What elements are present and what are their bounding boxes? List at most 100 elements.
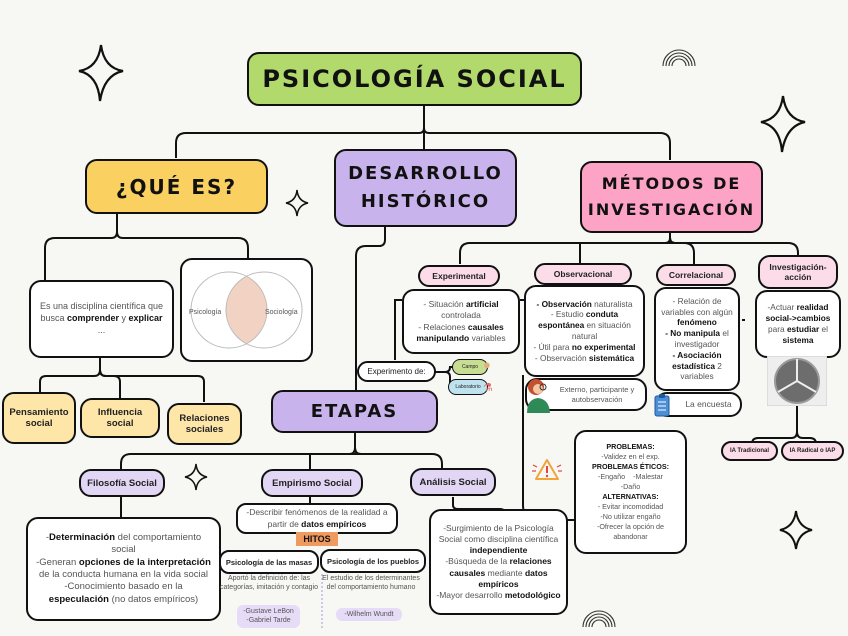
venn-intersection [226, 272, 267, 348]
observacional-types: Externo, participante y autobservación [525, 378, 647, 411]
text-bold: causales [467, 321, 504, 332]
text: controlada [441, 310, 481, 321]
sparkle-icon [184, 463, 208, 491]
text: - Útil para [533, 341, 572, 352]
text: - Observación [534, 352, 589, 363]
cycle-pie-icon [767, 356, 827, 406]
text: -Actuar [767, 302, 797, 313]
definition-box: Es una disciplina científica que busca c… [29, 280, 174, 358]
text: -Engaño [597, 471, 626, 481]
definition-bold-explicar: explicar [128, 313, 163, 324]
text: -Generan [36, 556, 79, 568]
stage-label: Análisis Social [419, 476, 487, 488]
sparkle-icon [285, 189, 309, 217]
empirismo-description: -Describir fenómenos de la realidad a pa… [236, 503, 398, 534]
subtopic-relaciones: Relaciones sociales [167, 403, 242, 445]
hito-masas-authors: -Gustave LeBon -Gabriel Tarde [237, 605, 300, 628]
branch-desarrollo-historico: DESARROLLO HISTÓRICO [334, 149, 517, 227]
hito-pueblos-authors: -Wilhelm Wundt [336, 608, 402, 622]
text: La encuesta [685, 398, 732, 409]
main-title: PSICOLOGÍA SOCIAL [247, 52, 582, 106]
hito-psicologia-masas: Psicología de las masas [219, 550, 319, 574]
text: de la conducta humana en la vida social [38, 569, 208, 580]
text: para [768, 324, 787, 334]
main-title-text: PSICOLOGÍA SOCIAL [262, 65, 567, 93]
text: -Surgimiento de la Psicología Social com… [438, 523, 559, 545]
hito-label: Psicología de las masas [225, 557, 313, 567]
method-investigacion-accion: Investigación-acción [758, 255, 838, 289]
author-name: -Wilhelm Wundt [344, 611, 394, 618]
branch-metodos-title-line1: MÉTODOS DE [601, 174, 742, 194]
text-bold: independiente [469, 545, 528, 556]
text-bold: - No manipula [665, 328, 721, 339]
text-bold: - Observación [536, 298, 592, 309]
text-bold: opciones de la interpretación [78, 556, 211, 568]
text-bold: relaciones causales [449, 556, 552, 578]
text: - Evitar incomodidad [597, 502, 664, 512]
definition-text-and: y [119, 313, 129, 324]
experimento-de-label: Experimento de: [357, 361, 436, 382]
author-name: -Gabriel Tarde [246, 617, 291, 625]
subtopic-influencia: Influencia social [80, 398, 160, 438]
method-label: Observacional [553, 269, 613, 279]
venn-circle-left [190, 271, 268, 349]
text: -Mayor desarrollo [436, 589, 505, 600]
method-experimental: Experimental [418, 265, 500, 287]
text: Campo [461, 364, 479, 370]
definition-ellipsis: ... [97, 324, 106, 335]
sparkle-icon [760, 95, 806, 153]
hito-psicologia-pueblos: Psicología de los pueblos [320, 549, 426, 573]
stage-filosofia-social: Filosofía Social [79, 469, 165, 497]
text: -Conocimiento basado en la [64, 581, 183, 593]
text: -Búsqueda de la [445, 556, 510, 567]
text: mediante [485, 567, 525, 578]
analisis-description: -Surgimiento de la Psicología Social com… [429, 509, 568, 615]
venn-diagram [190, 271, 303, 349]
text: Externo, participante y autobservación [559, 384, 635, 404]
author-name: -Gustave LeBon [243, 608, 294, 615]
rainbow-icon [582, 610, 616, 627]
branch-que-es-title: ¿QUÉ ES? [115, 174, 238, 199]
hitos-badge: HITOS [296, 532, 338, 546]
filosofia-description: -Determinación del comportamiento social… [26, 517, 221, 621]
text: el investigador [674, 328, 729, 349]
stage-label: Filosofía Social [87, 477, 157, 489]
definition-text: Es una disciplina científica que busca [39, 301, 164, 324]
warning-icon [532, 459, 562, 480]
text: IA Tradicional [729, 448, 770, 454]
experiment-type-campo: Campo [452, 359, 488, 375]
venn-label-right: Sociología [265, 309, 298, 316]
correlacional-description: - Relación de variables con algún fenóme… [654, 287, 740, 391]
branch-desarrollo-title-line1: DESARROLLO [348, 163, 503, 185]
subtopic-label: Relaciones sociales [179, 413, 230, 435]
text-bold: especulación [48, 593, 109, 605]
text-bold: datos empíricos [478, 567, 548, 589]
text-bold: fenómeno [677, 317, 717, 328]
rainbow-icon [662, 49, 696, 66]
investigacion-accion-description: -Actuar realidad social->cambios para es… [755, 290, 841, 358]
clipboard-icon [654, 394, 670, 417]
text-bold: conduta espontánea [538, 309, 619, 331]
text: del comportamiento social [111, 531, 202, 556]
text: Experimento de: [367, 367, 426, 376]
problemas-heading: PROBLEMAS: [606, 441, 655, 451]
branch-que-es: ¿QUÉ ES? [85, 159, 268, 214]
text-bold: realidad social->cambios [765, 302, 831, 324]
text-bold: datos empíricos [301, 518, 367, 529]
venn-diagram-box: Psicología Sociología [180, 258, 313, 362]
method-label: Investigación-acción [769, 262, 827, 282]
text: 2 variables [680, 360, 722, 382]
stage-label: Empirismo Social [272, 477, 352, 489]
problemas-box: PROBLEMAS: -Validez en el exp. PROBLEMAS… [574, 430, 687, 554]
text: Aportó la definición de: las categorías,… [219, 575, 319, 592]
branch-metodos-investigacion: MÉTODOS DE INVESTIGACIÓN [580, 161, 763, 233]
etapas-title: ETAPAS [310, 401, 399, 422]
experimental-description: - Situación artificial controlada - Rela… [402, 289, 520, 354]
text-bold: sistema [782, 334, 814, 345]
venn-label-left: Psicología [189, 309, 222, 316]
test-tube-icon: ⚗ [483, 382, 493, 394]
text-bold: estudiar [786, 324, 820, 334]
method-correlacional: Correlacional [656, 264, 736, 286]
text: en situación natural [571, 320, 631, 341]
text: -Malestar [633, 471, 664, 481]
